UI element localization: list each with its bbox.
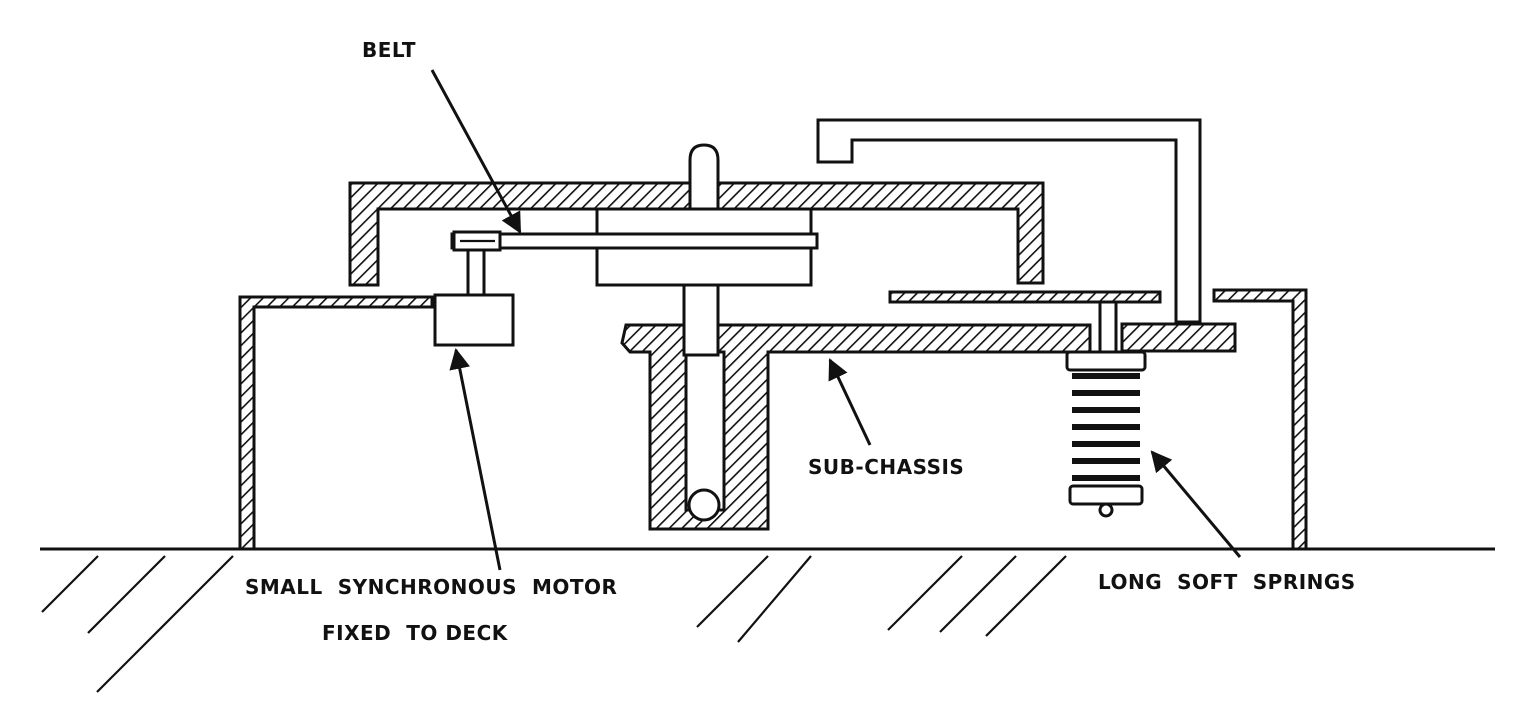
label-sub-chassis: SUB-CHASSIS <box>808 455 964 479</box>
label-motor-line2: FIXED TO DECK <box>322 621 509 645</box>
motor-shaft <box>466 248 486 297</box>
bearing-well <box>684 350 726 512</box>
tonearm <box>816 118 1202 324</box>
spring-top-cap <box>1065 350 1147 372</box>
sub-chassis-arrow <box>828 358 872 446</box>
floor-hatching <box>41 555 1067 693</box>
sub-chassis-right-section <box>1120 322 1237 353</box>
sub-chassis <box>620 323 1092 531</box>
label-belt: BELT <box>362 38 416 62</box>
label-motor-line1: SMALL SYNCHRONOUS MOTOR <box>245 575 617 599</box>
motor-arrow <box>449 347 502 571</box>
motor-assembly <box>433 230 515 347</box>
synchronous-motor <box>433 293 515 347</box>
bearing-ball <box>687 488 721 522</box>
suspension-spring <box>1065 350 1147 518</box>
tonearm-assembly <box>816 118 1202 360</box>
spring-foot <box>1098 502 1114 518</box>
tonearm-base-plate <box>888 290 1162 304</box>
floor <box>40 547 1495 693</box>
deck-plinth <box>238 288 1308 551</box>
lid <box>348 181 1045 287</box>
spring-bottom-cap <box>1068 484 1144 506</box>
platter <box>450 232 819 250</box>
leader-arrows <box>430 69 1242 571</box>
deck-left-wall <box>238 295 434 551</box>
belt-arrow <box>430 69 522 234</box>
platter-assembly <box>450 143 819 357</box>
tonearm-pillar <box>1098 300 1118 360</box>
main-bearing-shaft <box>682 283 720 357</box>
springs-arrow <box>1150 450 1242 558</box>
label-springs: LONG SOFT SPRINGS <box>1098 570 1356 594</box>
spindle <box>688 143 720 211</box>
deck-right-wall <box>1212 288 1308 551</box>
